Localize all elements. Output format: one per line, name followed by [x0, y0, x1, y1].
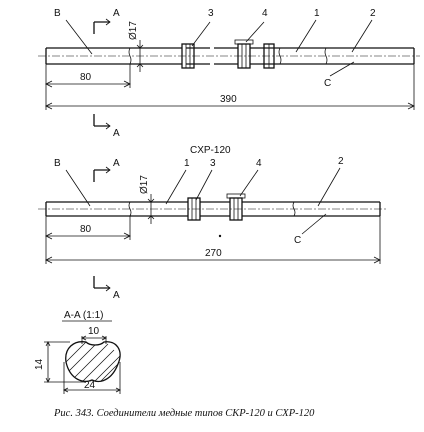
- dimension-80-top: 80: [80, 72, 92, 83]
- section-title: A-A (1:1): [64, 310, 103, 321]
- label-part-4: 4: [262, 8, 268, 19]
- section-marker-top: [93, 18, 111, 130]
- assembly-title: CXP-120: [190, 145, 231, 156]
- leaders-bottom: [65, 167, 341, 235]
- label-part-3: 3: [210, 158, 216, 169]
- section-marker-bottom: [93, 166, 111, 292]
- label-part-1: 1: [184, 158, 190, 169]
- section-view: A-A (1:1) 10 14: [34, 310, 121, 394]
- label-diameter: Ø17: [139, 175, 150, 194]
- section-height: 14: [34, 358, 45, 370]
- label-b: B: [54, 158, 61, 169]
- dimension-390: 390: [220, 94, 237, 105]
- label-c: C: [294, 235, 301, 246]
- dimension-270: 270: [205, 248, 222, 259]
- assembly-bottom: CXP-120: [38, 145, 388, 301]
- section-profile: [65, 341, 121, 383]
- figure-caption: Рис. 343. Соединители медные типов СКР-1…: [53, 408, 315, 419]
- label-a-bottom: A: [113, 128, 120, 139]
- label-part-4: 4: [256, 158, 262, 169]
- label-c: C: [324, 78, 331, 89]
- label-a-bottom: A: [113, 290, 120, 301]
- label-a-top: A: [113, 8, 120, 19]
- label-part-2: 2: [338, 156, 344, 167]
- leaders-top: [65, 19, 373, 77]
- bar-top: [38, 39, 420, 72]
- label-part-1: 1: [314, 8, 320, 19]
- dimensions-top: [45, 64, 415, 110]
- label-part-2: 2: [370, 8, 376, 19]
- section-width-top: 10: [88, 326, 100, 337]
- section-width-bottom: 24: [84, 380, 96, 391]
- label-part-3: 3: [208, 8, 214, 19]
- label-diameter: Ø17: [128, 21, 139, 40]
- dimensions-bottom: [45, 216, 381, 264]
- label-b: B: [54, 8, 61, 19]
- assembly-top: B A A Ø17 3 4 1 2 C 80 390: [38, 8, 420, 139]
- dimension-80-bottom: 80: [80, 224, 92, 235]
- label-a-top: A: [113, 158, 120, 169]
- bar-bottom: [38, 193, 388, 238]
